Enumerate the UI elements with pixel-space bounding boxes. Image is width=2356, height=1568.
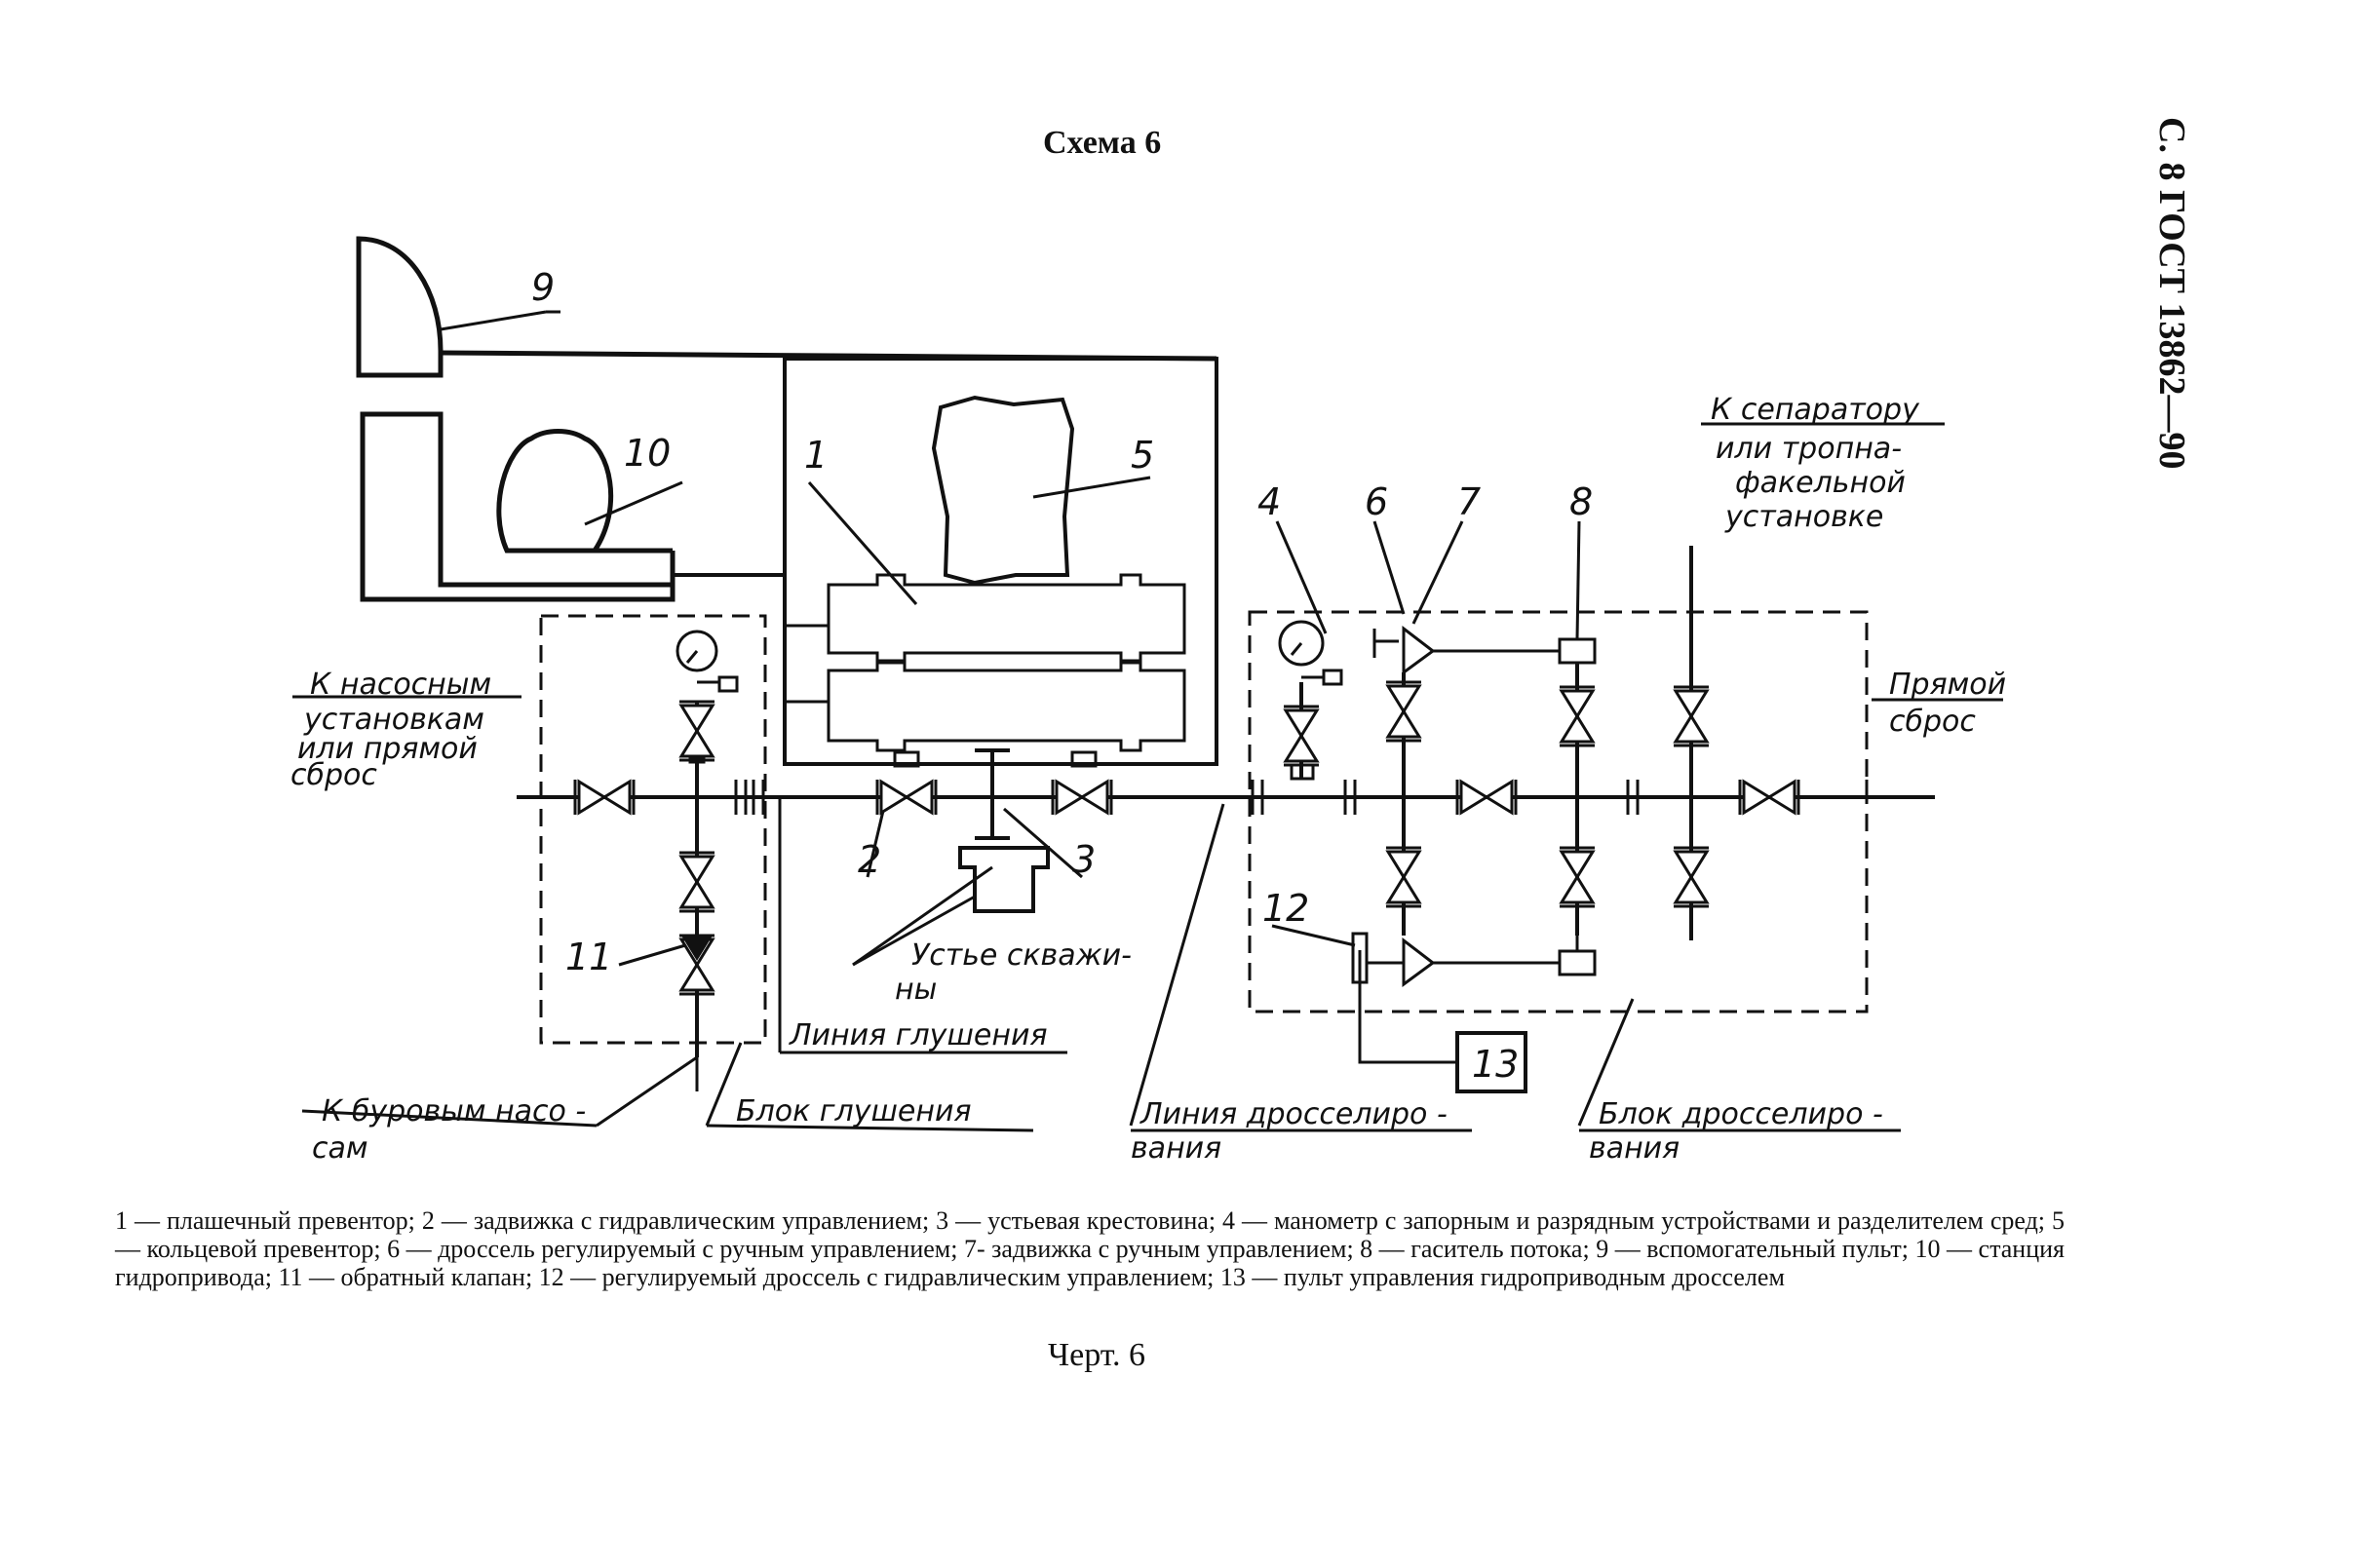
label-separator-4: установке [1724,500,1883,534]
choke-block-frame [1248,610,1869,1013]
label-1: 1 [804,434,828,477]
label-6: 6 [1365,480,1388,523]
label-choke-block-1: Блок дросселиро - [1599,1097,1883,1131]
label-separator-2: или тропна- [1716,432,1902,466]
label-pumps-4: сброс [290,758,377,792]
annular-preventer [931,395,1075,586]
choke-control-panel [1455,1031,1527,1093]
label-pumps-3: или прямой [297,732,478,766]
label-choke-block-2: вания [1589,1131,1680,1166]
label-2: 2 [858,838,881,881]
label-13: 13 [1472,1043,1519,1086]
label-choke-line-1: Линия дросселиро - [1139,1097,1448,1131]
label-choke-line-2: вания [1131,1131,1221,1166]
ram-preventer-lower [827,659,1186,752]
label-direct-2: сброс [1889,705,1976,739]
label-3: 3 [1072,838,1096,881]
figure-caption: Черт. 6 [1048,1337,1146,1373]
wellhead-cross [958,846,1050,913]
label-8: 8 [1569,480,1593,523]
label-wellhead-2: ны [895,973,937,1007]
label-separator-3: факельной [1735,466,1906,500]
label-11: 11 [565,936,612,978]
label-9: 9 [531,266,555,309]
label-10: 10 [624,432,671,475]
label-kill-block: Блок глушения [736,1094,972,1128]
label-4: 4 [1257,480,1281,523]
kill-block-frame [539,614,767,1045]
label-5: 5 [1131,434,1154,477]
label-drill-pumps-1: К буровым насо - [322,1094,586,1128]
label-7: 7 [1457,480,1481,523]
ram-preventer-upper [827,573,1186,665]
label-pumps-2: установкам [303,703,484,737]
label-kill-line: Линия глушения [789,1018,1048,1052]
scheme-title: Схема 6 [1043,125,1162,161]
figure-legend: 1 — плашечный превентор; 2 — задвижка с … [115,1206,2065,1291]
label-drill-pumps-2: сам [312,1131,368,1166]
label-wellhead-1: Устье скважи- [911,938,1132,973]
auxiliary-panel [356,236,444,378]
label-direct-1: Прямой [1889,668,2006,702]
diagram-lines [292,236,2003,1132]
label-pumps-1: К насосным [310,668,491,702]
label-12: 12 [1262,887,1309,930]
label-separator-1: К сепаратору [1711,393,1920,427]
